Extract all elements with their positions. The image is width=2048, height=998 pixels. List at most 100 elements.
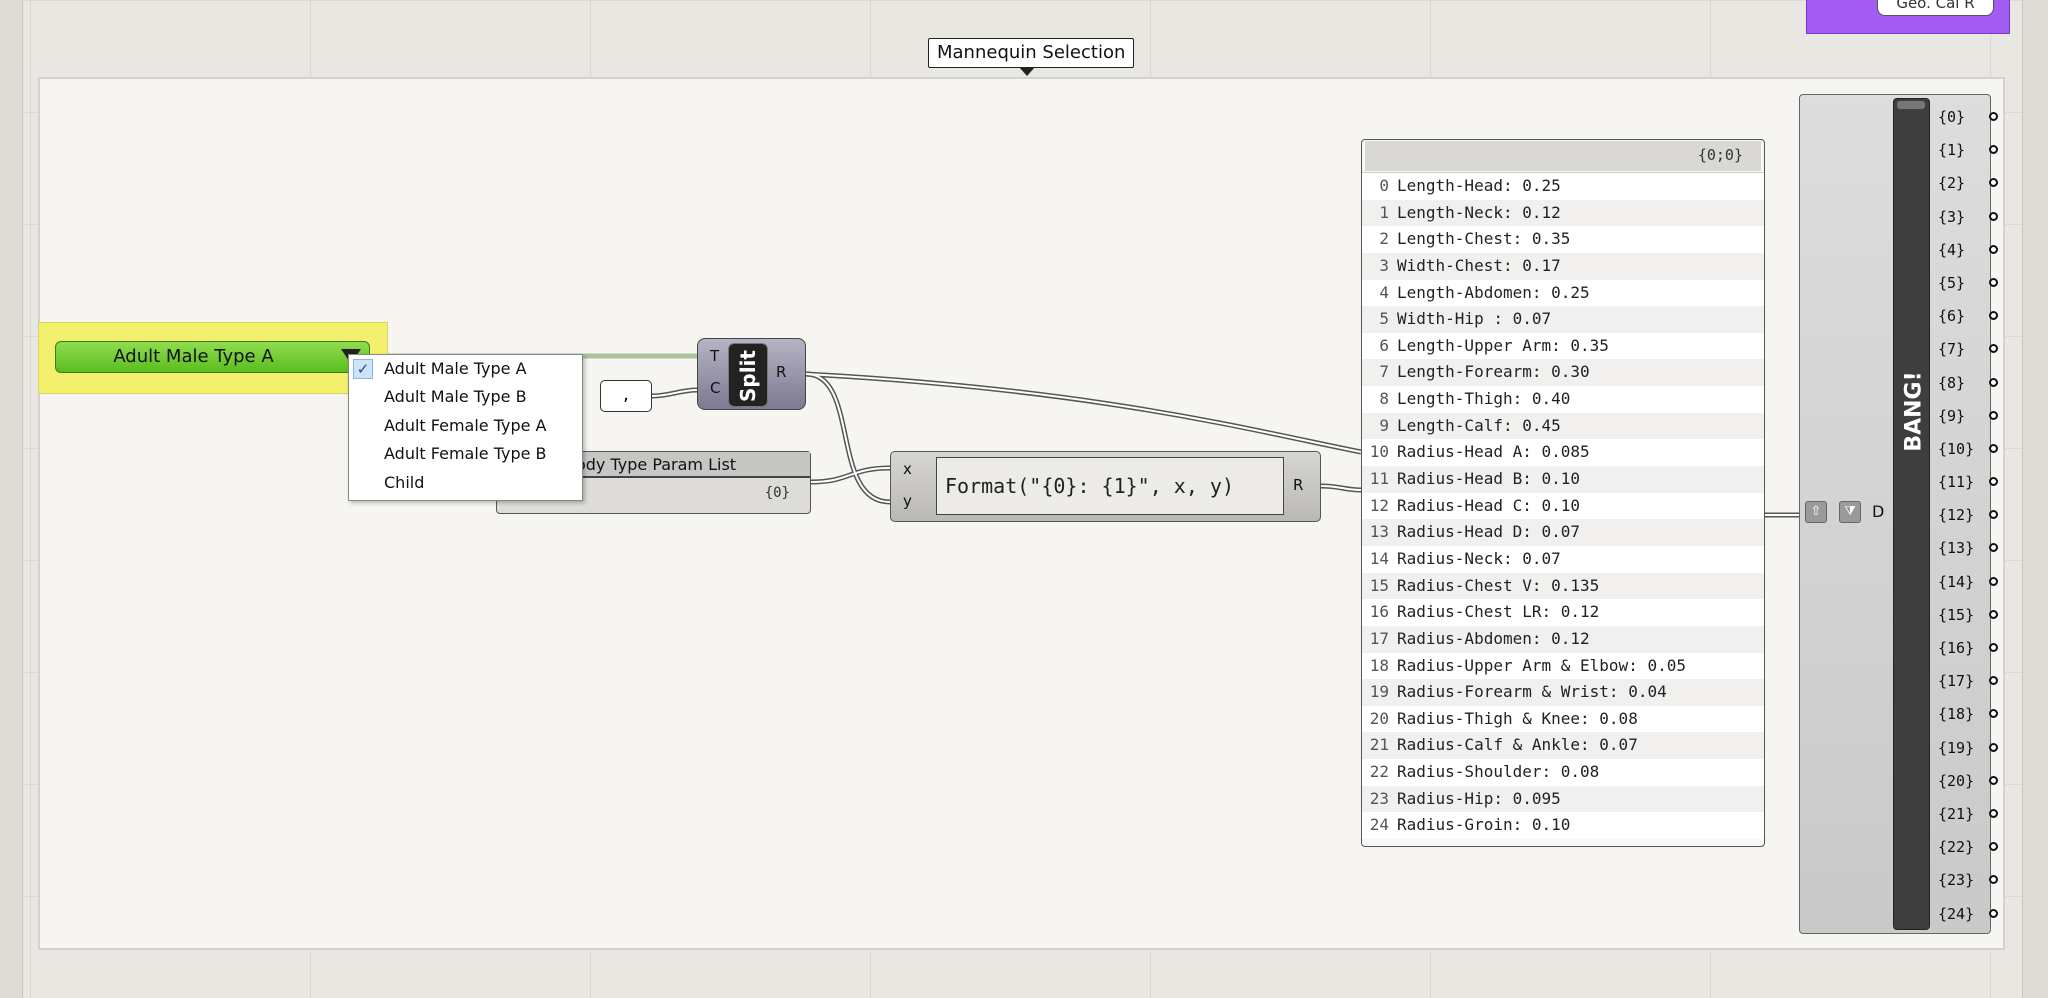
data-dam-output-port[interactable]: {23}: [1938, 864, 1998, 897]
dropdown-option[interactable]: ✓ Adult Male Type A: [349, 355, 582, 383]
data-dam-output-port[interactable]: {21}: [1938, 798, 1998, 831]
data-dam-output-port[interactable]: {4}: [1938, 234, 1998, 267]
data-dam-output-port[interactable]: {11}: [1938, 466, 1998, 499]
row-index: 21: [1369, 735, 1389, 755]
row-index: 7: [1379, 362, 1389, 382]
row-index: 22: [1369, 762, 1389, 782]
row-text: Length-Thigh: 0.40: [1397, 389, 1571, 409]
split-component[interactable]: T C Split R: [697, 338, 806, 410]
data-dam-output-port[interactable]: {8}: [1938, 367, 1998, 400]
group-label[interactable]: Mannequin Selection: [928, 38, 1135, 76]
split-input-t[interactable]: T: [710, 347, 720, 365]
data-dam-output-port[interactable]: {1}: [1938, 134, 1998, 167]
bang-button[interactable]: BANG!: [1893, 98, 1930, 930]
format-output-r[interactable]: R: [1293, 476, 1304, 494]
data-dam-output-port[interactable]: {5}: [1938, 267, 1998, 300]
row-text: Radius-Head D: 0.07: [1397, 522, 1581, 542]
panel-row: 7 Length-Forearm: 0.30: [1362, 359, 1764, 387]
row-index: 24: [1369, 815, 1389, 835]
row-index: 14: [1369, 548, 1389, 568]
data-dam-output-port[interactable]: {14}: [1938, 566, 1998, 599]
dropdown-option[interactable]: Child: [349, 469, 582, 497]
row-text: Length-Upper Arm: 0.35: [1397, 335, 1609, 355]
row-index: 15: [1369, 575, 1389, 595]
panel-row: 21 Radius-Calf & Ankle: 0.07: [1362, 732, 1764, 760]
data-dam-input-area[interactable]: ⇧ ⧩ D: [1805, 499, 1887, 529]
split-output-r[interactable]: R: [776, 363, 787, 381]
data-dam-output-port[interactable]: {17}: [1938, 665, 1998, 698]
row-index: 8: [1379, 389, 1389, 409]
filter-icon[interactable]: ⧩: [1839, 501, 1861, 523]
split-input-c[interactable]: C: [710, 379, 721, 397]
row-index: 17: [1369, 628, 1389, 648]
row-text: Length-Neck: 0.12: [1397, 202, 1561, 222]
row-index: 18: [1369, 655, 1389, 675]
separator-panel[interactable]: ,: [600, 380, 652, 412]
value-list-dropdown-menu[interactable]: ✓ Adult Male Type A Adult Male Type B Ad…: [348, 354, 583, 501]
data-dam-output-port[interactable]: {3}: [1938, 201, 1998, 234]
row-index: 19: [1369, 682, 1389, 702]
data-dam-output-port[interactable]: {20}: [1938, 765, 1998, 798]
row-index: 11: [1369, 469, 1389, 489]
panel-row: 22 Radius-Shoulder: 0.08: [1362, 759, 1764, 786]
option-label: Adult Male Type A: [384, 359, 527, 378]
purple-group-node[interactable]: Geo. Cal R: [1806, 0, 2010, 34]
data-dam-output-port[interactable]: {15}: [1938, 599, 1998, 632]
row-text: Radius-Thigh & Knee: 0.08: [1397, 708, 1638, 728]
data-dam-output-port[interactable]: {22}: [1938, 831, 1998, 864]
data-dam-output-port[interactable]: {10}: [1938, 433, 1998, 466]
value-list-selector[interactable]: Adult Male Type A: [55, 341, 370, 373]
value-list-component[interactable]: Adult Male Type A: [38, 322, 388, 394]
data-dam-input-d[interactable]: D: [1872, 502, 1885, 521]
row-index: 9: [1379, 415, 1389, 435]
format-expression: Format("{0}: {1}", x, y): [936, 457, 1284, 515]
format-component[interactable]: x y Format("{0}: {1}", x, y) R: [890, 451, 1321, 522]
dropdown-option[interactable]: Adult Female Type B: [349, 440, 582, 468]
format-input-x[interactable]: x: [903, 460, 912, 478]
row-text: Radius-Shoulder: 0.08: [1397, 762, 1600, 782]
row-index: 4: [1379, 282, 1389, 302]
upload-icon[interactable]: ⇧: [1805, 501, 1827, 523]
data-dam-output-port[interactable]: {16}: [1938, 632, 1998, 665]
row-index: 16: [1369, 602, 1389, 622]
panel-row: 9 Length-Calf: 0.45: [1362, 412, 1764, 440]
data-dam-component[interactable]: BANG!: [1799, 94, 1991, 934]
panel-row: 6 Length-Upper Arm: 0.35: [1362, 332, 1764, 360]
format-input-y[interactable]: y: [903, 492, 912, 510]
row-text: Radius-Calf & Ankle: 0.07: [1397, 735, 1638, 755]
row-text: Length-Chest: 0.35: [1397, 229, 1571, 249]
data-dam-output-port[interactable]: {7}: [1938, 333, 1998, 366]
dropdown-option[interactable]: Adult Female Type A: [349, 412, 582, 440]
data-dam-output-port[interactable]: {24}: [1938, 898, 1998, 931]
data-dam-output-port[interactable]: {0}: [1938, 101, 1998, 134]
data-dam-output-port[interactable]: {6}: [1938, 300, 1998, 333]
data-dam-output-port[interactable]: {12}: [1938, 499, 1998, 532]
row-text: Length-Forearm: 0.30: [1397, 362, 1590, 382]
data-dam-output-port[interactable]: {13}: [1938, 532, 1998, 565]
row-text: Radius-Upper Arm & Elbow: 0.05: [1397, 655, 1686, 675]
panel-row: 18 Radius-Upper Arm & Elbow: 0.05: [1362, 652, 1764, 680]
row-text: Radius-Abdomen: 0.12: [1397, 628, 1590, 648]
data-dam-output-port[interactable]: {9}: [1938, 400, 1998, 433]
data-dam-output-port[interactable]: {19}: [1938, 732, 1998, 765]
row-index: 5: [1379, 309, 1389, 329]
data-dam-output-port[interactable]: {2}: [1938, 167, 1998, 200]
row-index: 0: [1379, 176, 1389, 195]
data-dam-output-port[interactable]: {18}: [1938, 698, 1998, 731]
row-index: 6: [1379, 335, 1389, 355]
dropdown-option[interactable]: Adult Male Type B: [349, 383, 582, 411]
row-text: Length-Calf: 0.45: [1397, 415, 1561, 435]
